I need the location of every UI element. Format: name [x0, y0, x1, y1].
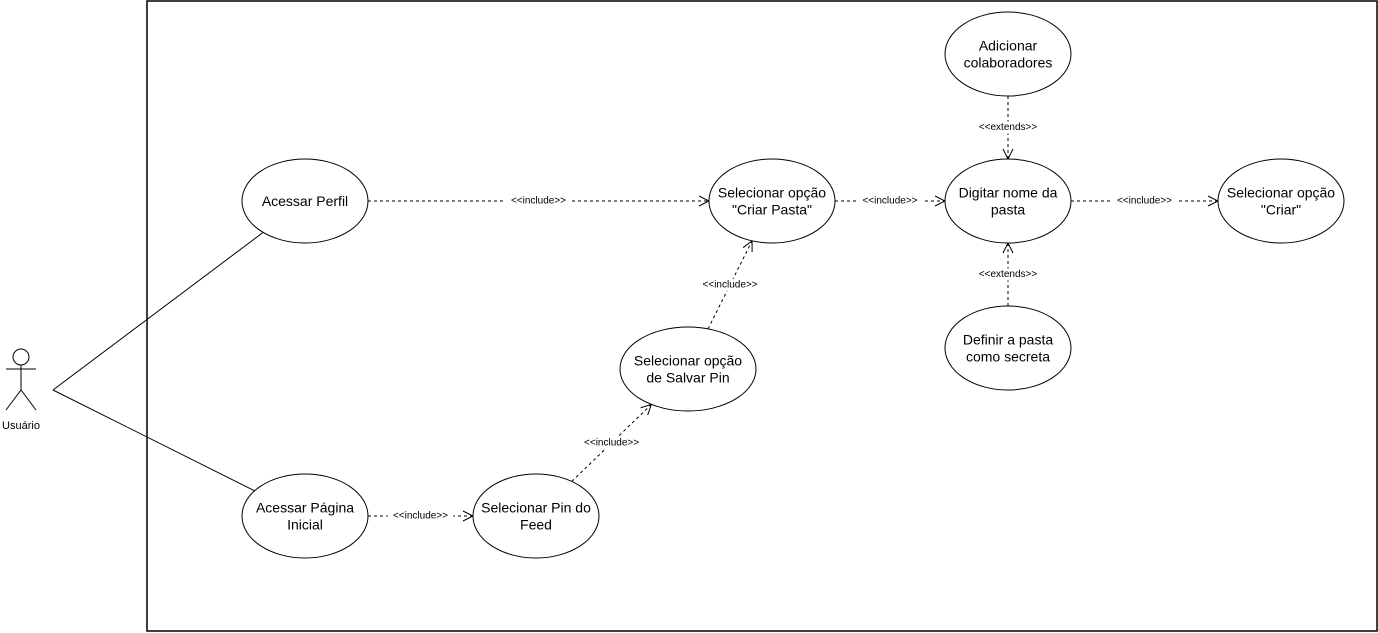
use-case-label: Selecionar opção	[718, 185, 826, 201]
relation-salvar-criar-pasta: <<include>>	[697, 241, 763, 330]
use-case-label: Acessar Página	[256, 500, 354, 516]
relation-label-bg	[975, 268, 1041, 281]
relation-label-bg	[1111, 195, 1178, 207]
relation-label: <<include>>	[584, 437, 639, 448]
use-case-label: Digitar nome da	[959, 185, 1058, 201]
use-case-ellipse	[619, 326, 757, 412]
relation-label-bg	[387, 510, 454, 522]
relation-perfil-criar-pasta: <<include>>	[368, 195, 709, 207]
relation-pin-feed-salvar: <<include>>	[571, 404, 652, 482]
relation-inicial-pin-feed: <<include>>	[368, 510, 473, 522]
use-case-label: Selecionar Pin do	[481, 500, 591, 516]
use-case-ellipse	[708, 158, 836, 244]
use-case-label: "Criar"	[1261, 202, 1301, 218]
use-case-label: colaboradores	[964, 55, 1053, 71]
use-case-label: Acessar Perfil	[262, 193, 348, 209]
relation-secreta-nome: <<extends>>	[975, 243, 1041, 306]
actor-right-leg	[20, 389, 37, 411]
actor-label: Usuário	[2, 420, 40, 432]
use-case-selecionar-criar[interactable]: Selecionar opção"Criar"	[1217, 158, 1345, 244]
relation-label: <<include>>	[703, 279, 758, 290]
relation-label: <<extends>>	[979, 269, 1038, 280]
association-actor-perfil	[52, 231, 264, 391]
use-case-label: Definir a pasta	[963, 332, 1053, 348]
use-case-ellipse	[472, 473, 600, 559]
relation-label-bg	[697, 278, 763, 291]
use-case-ellipse	[241, 158, 369, 244]
use-case-label: "Criar Pasta"	[732, 202, 812, 218]
relation-label: <<include>>	[511, 196, 566, 207]
relation-label-bg	[975, 121, 1041, 134]
associations-layer	[52, 231, 264, 492]
relation-nome-criar: <<include>>	[1071, 195, 1218, 207]
use-case-label: como secreta	[966, 349, 1050, 365]
use-case-selecionar-criar-pasta[interactable]: Selecionar opção"Criar Pasta"	[708, 158, 836, 244]
use-case-label: Adicionar	[979, 38, 1038, 54]
use-case-label: pasta	[991, 202, 1025, 218]
use-case-label: Selecionar opção	[634, 353, 742, 369]
system-boundary	[146, 0, 1378, 632]
use-case-label: Inicial	[287, 517, 323, 533]
relation-label-bg	[505, 195, 572, 207]
relation-label-bg	[578, 436, 645, 449]
relation-label: <<include>>	[1117, 196, 1172, 207]
use-case-label: Feed	[520, 517, 552, 533]
use-case-ellipse	[944, 158, 1072, 244]
relation-label: <<include>>	[862, 196, 917, 207]
use-case-ellipse	[944, 305, 1072, 391]
relation-colaboradores-nome: <<extends>>	[975, 96, 1041, 159]
actor-left-leg	[5, 389, 22, 411]
use-case-ellipse	[1217, 158, 1345, 244]
use-case-label: Selecionar opção	[1227, 185, 1335, 201]
use-case-label: de Salvar Pin	[646, 370, 729, 386]
association-actor-inicial	[52, 389, 255, 492]
relations-layer: <<include>> <<include>> <<include>> <<inclu…	[368, 96, 1218, 522]
use-case-ellipse	[241, 473, 369, 559]
use-case-ellipse	[944, 11, 1072, 97]
relation-label-bg	[857, 195, 923, 207]
relation-label: <<extends>>	[979, 122, 1038, 133]
relation-label: <<include>>	[393, 511, 448, 522]
actor: Usuário	[2, 348, 40, 432]
relation-criar-pasta-nome: <<include>>	[835, 195, 945, 207]
use-case-acessar-perfil[interactable]: Acessar Perfil	[241, 158, 369, 244]
actor-head	[12, 348, 30, 366]
